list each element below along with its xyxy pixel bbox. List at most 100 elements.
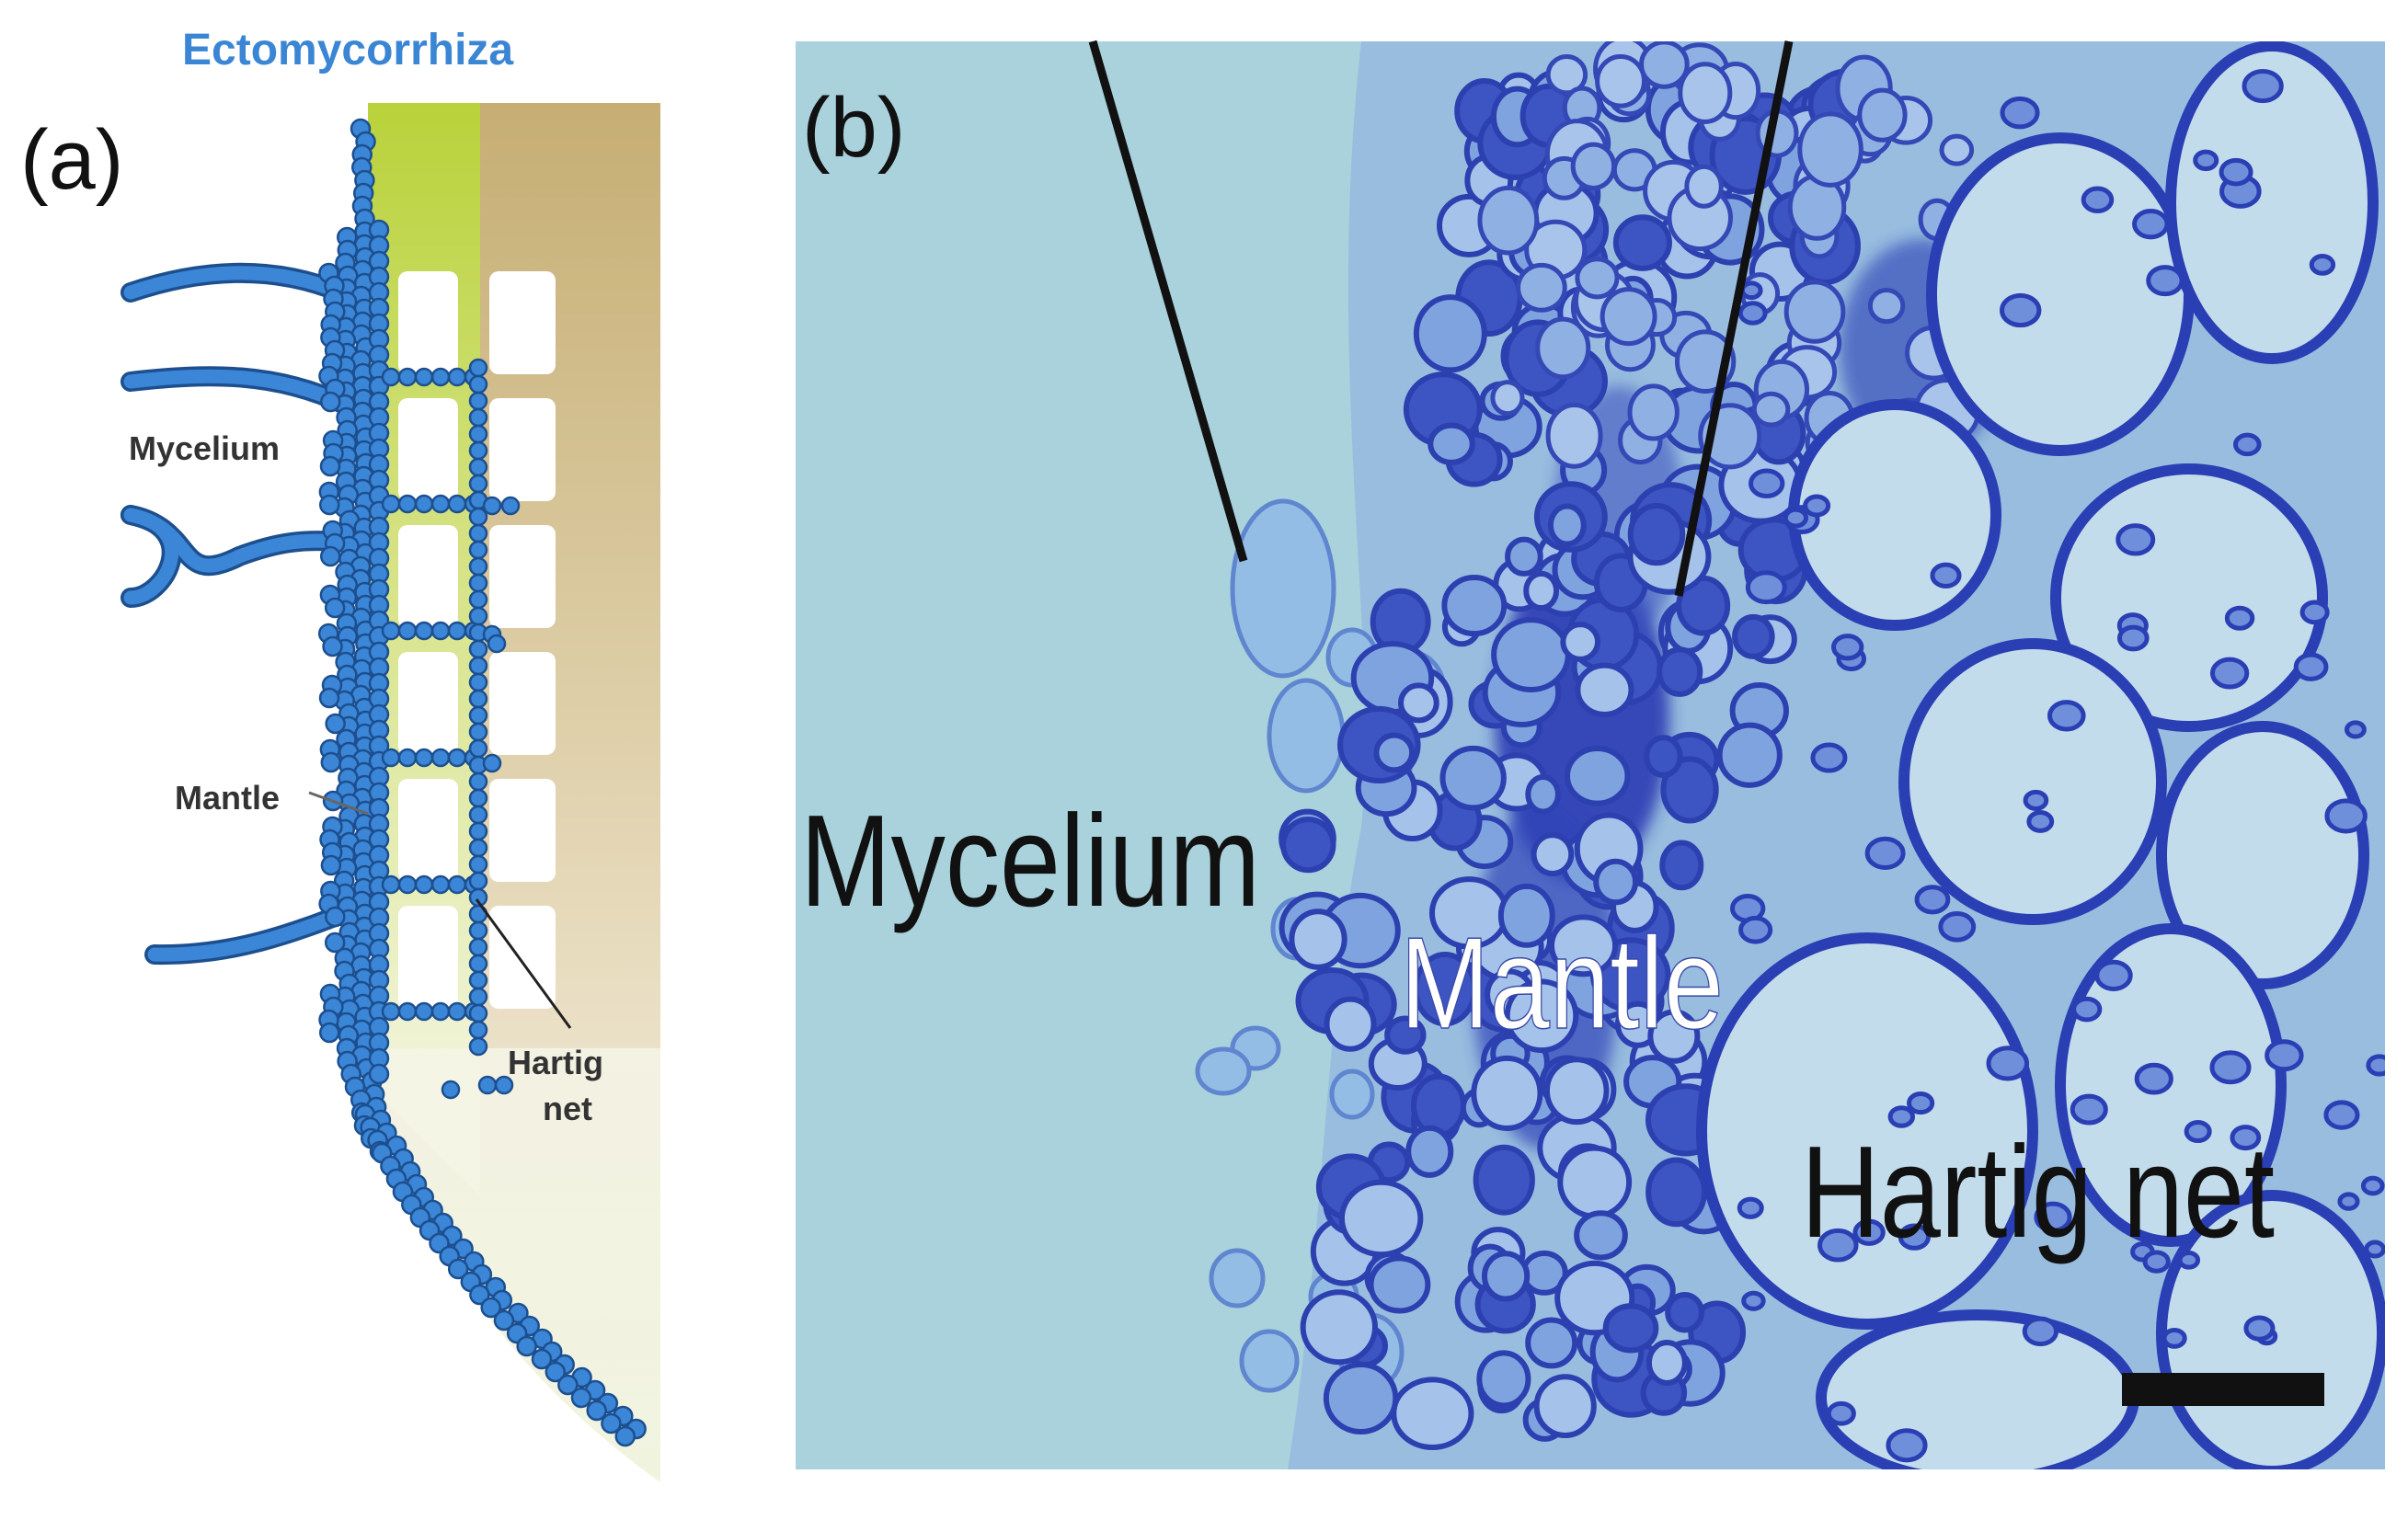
hypha-bead	[570, 1387, 592, 1409]
hartig-hypha	[1986, 1046, 2030, 1081]
hyphal-cell	[1239, 1329, 1300, 1393]
hyphal-cell	[1939, 133, 1975, 166]
hyphal-cell	[1338, 1179, 1424, 1258]
panel-a-mycelium-label: Mycelium	[129, 429, 280, 467]
hartig-hypha	[1737, 301, 1768, 326]
hartig-hypha	[2177, 1251, 2201, 1270]
hyphal-cell	[1627, 383, 1680, 441]
hartig-hypha	[2224, 605, 2255, 631]
hyphal-cell	[1209, 1248, 1266, 1309]
hartig-hypha	[2071, 996, 2103, 1023]
hyphal-cell	[1504, 978, 1579, 1054]
hypha-bead	[325, 713, 346, 735]
hyphal-cell	[1230, 498, 1336, 679]
hyphal-cell	[1857, 87, 1908, 143]
root-cell	[398, 906, 458, 1009]
hyphal-cell	[1678, 62, 1733, 124]
hartig-hypha	[2116, 523, 2156, 556]
hyphal-cell	[1525, 1317, 1578, 1369]
hartig-hypha	[1739, 280, 1763, 301]
hartig-hypha	[2161, 1328, 2187, 1349]
hartig-hypha	[2360, 1175, 2385, 1196]
panel-a-letter: (a)	[20, 113, 123, 207]
hypha-bead	[482, 753, 502, 773]
hyphal-cell	[1410, 1073, 1467, 1138]
hartig-hypha	[1930, 562, 1962, 589]
hartig-hypha	[1738, 915, 1773, 944]
hartig-hypha	[1737, 1196, 1764, 1219]
hyphal-cell	[1644, 735, 1683, 778]
hyphal-cell	[1329, 1069, 1375, 1120]
hyphal-cell	[1560, 622, 1601, 662]
root-cell	[398, 525, 458, 628]
hyphal-cell	[1593, 858, 1639, 906]
hypha-bead	[320, 854, 342, 876]
cortical-cell	[1926, 132, 2195, 456]
hypha-bead	[516, 1335, 537, 1357]
root-cell	[489, 271, 556, 374]
hyphal-cell	[1505, 536, 1543, 577]
hartig-hypha	[2146, 265, 2184, 297]
hartig-hypha	[1887, 1105, 1916, 1128]
hartig-hypha	[2026, 810, 2055, 833]
hyphal-cell	[1476, 1350, 1531, 1409]
hyphal-cell	[1398, 682, 1439, 724]
hypha-bead	[557, 1374, 579, 1396]
hypha-bead	[447, 1258, 469, 1280]
hyphal-cell	[1195, 1046, 1252, 1096]
hyphal-cell	[1323, 1361, 1399, 1435]
panel-a-mantle-label: Mantle	[175, 779, 280, 817]
hyphal-cell	[1575, 662, 1634, 717]
hartig-hypha	[2364, 1240, 2385, 1259]
hypha-bead	[500, 496, 521, 516]
root-cell	[398, 398, 458, 501]
hyphal-cell	[1300, 1289, 1378, 1366]
hyphal-cell	[1497, 883, 1555, 948]
hyphal-cell	[1405, 1125, 1454, 1178]
hartig-hypha	[1907, 1091, 1935, 1115]
hyphal-cell	[1867, 287, 1906, 325]
mantle-and-hartig-beads	[317, 118, 647, 1447]
hartig-hypha	[2034, 1201, 2072, 1233]
hartig-hypha	[2309, 254, 2336, 276]
hyphal-cell	[1645, 1340, 1688, 1386]
hartig-hypha	[2243, 1315, 2276, 1342]
hartig-hypha	[2142, 1250, 2171, 1274]
hypha-bead	[480, 1297, 501, 1319]
hyphal-cell	[1523, 570, 1560, 611]
hyphal-cell	[1477, 185, 1540, 256]
hartig-hypha	[2209, 657, 2250, 690]
hartig-hypha	[2324, 798, 2368, 834]
hyphal-cell	[1557, 1145, 1633, 1219]
root-cell	[489, 398, 556, 501]
hypha-bead	[487, 634, 507, 654]
hypha-bead	[320, 391, 341, 413]
hyphal-cell	[1490, 380, 1525, 417]
hyphal-cell	[1600, 287, 1657, 347]
hyphal-cell	[1543, 1057, 1610, 1126]
hartig-hypha	[2232, 432, 2262, 457]
hartig-hypha	[2344, 720, 2367, 739]
hyphal-cell	[1659, 840, 1704, 891]
hypha-bead	[368, 1063, 390, 1085]
hyphal-cell	[1548, 914, 1619, 977]
hyphal-cell	[1732, 613, 1775, 659]
root-cell	[489, 525, 556, 628]
hyphal-cell	[1751, 391, 1791, 428]
hyphal-cell	[1602, 1303, 1659, 1354]
hyphal-cell	[1545, 403, 1603, 469]
hypha-bead	[545, 1361, 567, 1383]
scale-bar	[2122, 1373, 2324, 1406]
hartig-hypha	[2047, 700, 2086, 732]
hartig-hypha	[2265, 1039, 2304, 1072]
hyphal-cell	[1368, 1255, 1431, 1314]
cortical-cell	[2156, 721, 2369, 989]
root-cell	[489, 652, 556, 755]
hyphal-cell	[1612, 214, 1672, 271]
cortical-cell	[2165, 41, 2379, 364]
hartig-hypha	[2094, 959, 2133, 991]
hartig-hypha	[2132, 208, 2170, 240]
panel-a-hartig-label-line2: net	[543, 1090, 592, 1127]
hyphal-cell	[1547, 503, 1587, 547]
